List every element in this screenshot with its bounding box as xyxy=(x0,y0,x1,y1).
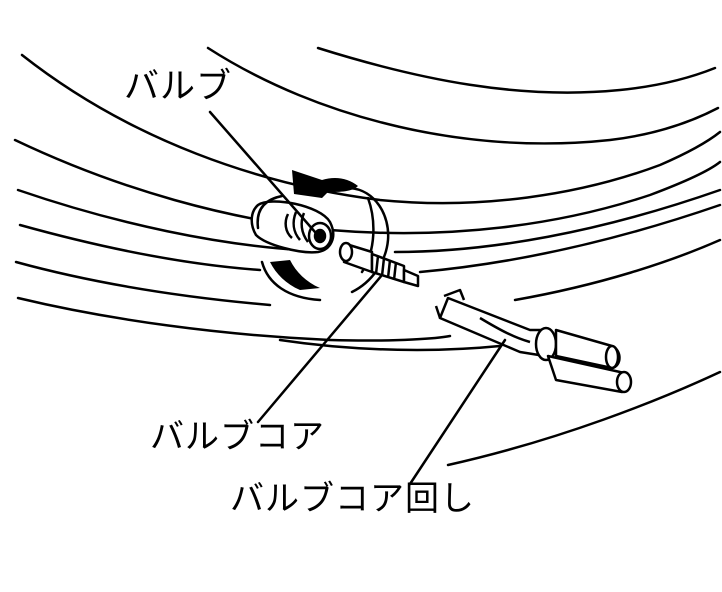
leader-line-valve xyxy=(208,110,317,234)
tire-arc xyxy=(418,203,722,274)
rotation-arrow-top-icon xyxy=(292,170,358,198)
tire-arc xyxy=(316,46,717,94)
valve-stem xyxy=(250,200,335,254)
valve-thread-marks xyxy=(284,211,310,243)
leader-line-valve-core-tool xyxy=(408,338,507,486)
valve-label: バルブ xyxy=(124,67,233,107)
rotation-arrow-bottom-icon xyxy=(270,260,320,290)
valve-core-tool-label: バルブコア回し xyxy=(230,479,475,519)
tire-arc xyxy=(16,188,302,252)
tire-arc xyxy=(446,370,722,467)
leader-lines xyxy=(208,110,507,486)
valve-core-pin xyxy=(402,268,420,288)
valve-core-cap xyxy=(338,241,354,263)
valve-core xyxy=(338,241,420,288)
tool-collar xyxy=(534,326,558,362)
valve-core-label: バルブコア xyxy=(150,417,325,457)
valve-core-tool xyxy=(434,288,633,394)
tire-arc xyxy=(393,188,722,254)
tire-arc xyxy=(513,238,722,302)
tire-arc xyxy=(18,223,262,272)
tire-arc xyxy=(13,138,722,235)
tire-contour-lines xyxy=(13,46,722,467)
tire-arc xyxy=(20,53,722,205)
tire-arc xyxy=(278,338,502,352)
tire-arc xyxy=(206,46,720,145)
tire-arc xyxy=(14,260,272,307)
tire-arc xyxy=(16,296,452,342)
leader-line-valve-core xyxy=(256,273,384,424)
valve-mouth-inner xyxy=(313,228,327,244)
